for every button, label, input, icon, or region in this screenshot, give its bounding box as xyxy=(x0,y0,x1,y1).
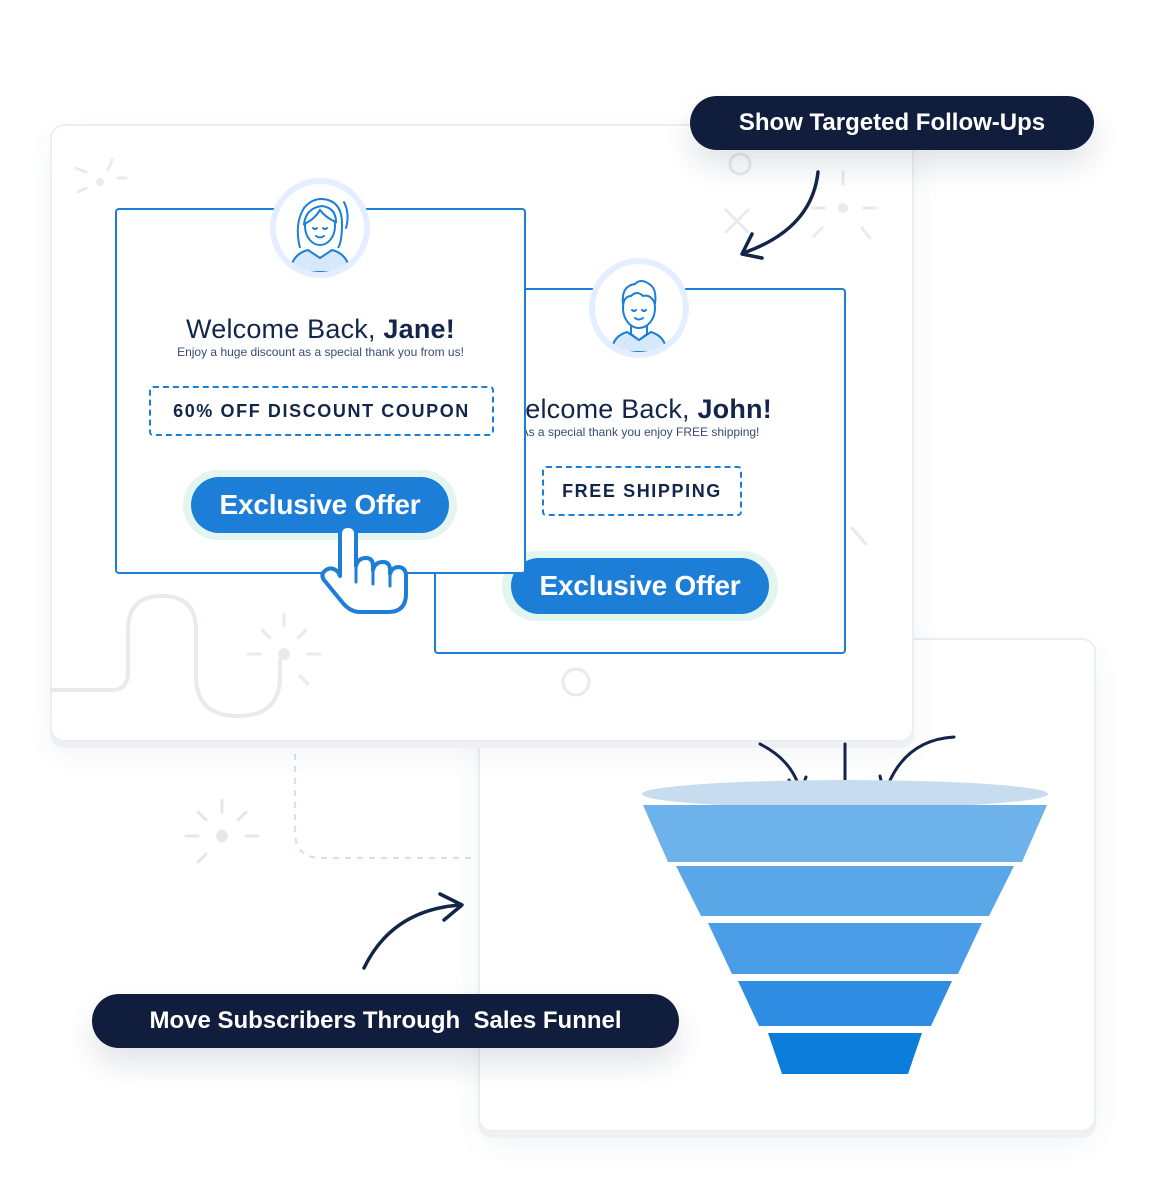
woman-avatar-icon xyxy=(270,178,370,278)
arrow-to-funnel-icon xyxy=(362,903,462,970)
follow-ups-label: Show Targeted Follow-Ups xyxy=(690,96,1094,150)
coupon-discount: 60% OFF DISCOUNT COUPON xyxy=(149,386,494,436)
customer-name: Jane! xyxy=(383,314,455,344)
man-avatar-icon xyxy=(589,258,689,358)
arrow-to-popups-icon xyxy=(744,170,820,254)
hand-pointer-icon xyxy=(320,524,408,614)
sparkle-icon xyxy=(184,798,260,864)
popup-john-title: Welcome Back, John! xyxy=(436,394,840,425)
exclusive-offer-button-jane[interactable]: Exclusive Offer xyxy=(191,477,449,533)
popup-jane-subtitle: Enjoy a huge discount as a special thank… xyxy=(177,345,464,359)
greeting-text: Welcome Back, xyxy=(500,394,698,424)
exclusive-offer-button-john[interactable]: Exclusive Offer xyxy=(511,558,769,614)
greeting-text: Welcome Back, xyxy=(186,314,384,344)
customer-name: John! xyxy=(697,394,772,424)
sales-funnel-label: Move Subscribers Through Sales Funnel xyxy=(92,994,679,1048)
coupon-free-shipping: FREE SHIPPING xyxy=(542,466,742,516)
popup-john-subtitle: As a special thank you enjoy FREE shippi… xyxy=(520,425,760,439)
popup-jane-title: Welcome Back, Jane! xyxy=(117,314,524,345)
